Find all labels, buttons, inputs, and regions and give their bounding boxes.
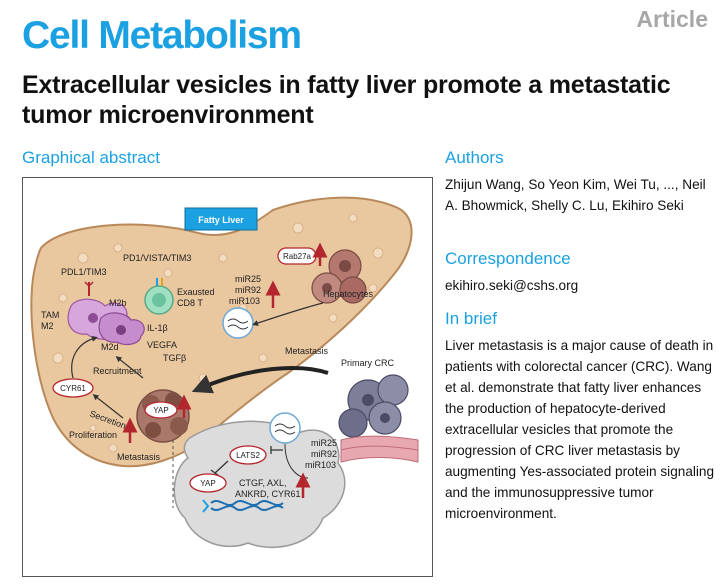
extracellular-vesicle — [222, 307, 254, 339]
cd8-label: CD8 T — [177, 298, 203, 308]
inhibition-icon — [270, 446, 283, 454]
targets-line2: ANKRD, CYR61 — [235, 489, 301, 499]
fatty-liver-label: Fatty Liver — [198, 215, 244, 225]
yap-nucleus-label: YAP — [200, 479, 215, 488]
vegfa-label: VEGFA — [147, 340, 177, 350]
mir92-zoom-label: miR92 — [311, 449, 337, 459]
m2-label: M2 — [41, 321, 54, 331]
primary-crc-tumor — [338, 374, 409, 438]
pdl1-label: PDL1/TIM3 — [61, 267, 107, 277]
journal-name: Cell Metabolism — [22, 14, 302, 57]
mir92-label: miR92 — [235, 285, 261, 295]
vesicle-rna-icon — [227, 318, 249, 324]
m2b-label: M2b — [109, 298, 127, 308]
mir25-label: miR25 — [235, 274, 261, 284]
extracellular-vesicle-zoom — [269, 412, 301, 444]
tgfb-label: TGFβ — [163, 353, 186, 363]
cyr61-arrow — [71, 335, 98, 379]
mir103-label: miR103 — [229, 296, 260, 306]
secretion-arrow — [92, 394, 124, 419]
in-brief-heading: In brief — [445, 309, 497, 328]
lats2-oval — [229, 445, 267, 465]
dna-helix-icon — [210, 505, 284, 511]
in-brief-text: Liver metastasis is a major cause of dea… — [445, 338, 715, 521]
colon-fold-line — [340, 445, 419, 451]
m2d-label: M2d — [101, 342, 119, 352]
ev-release-arrow — [252, 302, 324, 326]
graphical-abstract-heading: Graphical abstract — [22, 148, 160, 167]
colon-tissue — [340, 435, 419, 463]
yap-label: YAP — [153, 406, 168, 415]
macrophage-cluster — [67, 298, 145, 346]
graphical-abstract-svg: Fatty Liver PD1/VISTA/TIM3 Exausted CD8 … — [30, 196, 419, 549]
dna-helix-icon — [210, 500, 284, 506]
correspondence-section: Correspondence ekihiro.seki@cshs.org — [445, 249, 715, 296]
liver-shape — [30, 196, 413, 468]
in-brief-section: In brief Liver metastasis is a major cau… — [445, 309, 715, 524]
pd1-label: PD1/VISTA/TIM3 — [123, 253, 191, 263]
hepatocytes-cluster — [311, 249, 367, 304]
article-title: Extracellular vesicles in fatty liver pr… — [22, 71, 671, 129]
graphical-abstract-figure: Fatty Liver PD1/VISTA/TIM3 Exausted CD8 … — [22, 177, 433, 577]
mir103-zoom-label: miR103 — [305, 460, 336, 470]
primary-crc-label: Primary CRC — [341, 358, 394, 368]
metastasis-arrow-label: Metastasis — [285, 346, 329, 356]
il1b-label: IL-1β — [147, 323, 168, 333]
proliferation-label: Proliferation — [69, 430, 117, 440]
metastasis-bottom-label: Metastasis — [117, 452, 161, 462]
vesicle-rna-icon — [274, 429, 296, 435]
tam-label: TAM — [41, 310, 59, 320]
recruitment-arrow — [115, 356, 144, 379]
targets-line1: CTGF, AXL, — [239, 478, 287, 488]
lats2-label: LATS2 — [236, 451, 260, 460]
metastasis-arrow — [191, 366, 329, 394]
yap-nucleus-oval — [189, 473, 227, 493]
cyr61-label: CYR61 — [60, 384, 86, 393]
authors-list: Zhijun Wang, So Yeon Kim, Wei Tu, ..., N… — [445, 177, 706, 213]
vesicle-rna-icon — [227, 324, 249, 330]
yap-oval — [144, 401, 178, 419]
correspondence-email[interactable]: ekihiro.seki@cshs.org — [445, 278, 579, 293]
cyr61-oval — [52, 378, 94, 398]
dna-arrow-icon — [202, 499, 210, 513]
mir25-zoom-label: miR25 — [311, 438, 337, 448]
authors-heading: Authors — [445, 148, 504, 167]
vesicle-rna-icon — [274, 423, 296, 429]
recruitment-label: Recruitment — [93, 366, 142, 376]
article-type-tag: Article — [636, 6, 708, 32]
exhausted-label: Exausted — [177, 287, 215, 297]
lats2-inhibition-line — [214, 460, 229, 474]
hepatocytes-label: Hepatocytes — [323, 289, 374, 299]
authors-section: Authors Zhijun Wang, So Yeon Kim, Wei Tu… — [445, 148, 715, 216]
pdl1-receptor-icon — [84, 281, 94, 288]
cd8-t-cell-nucleus — [152, 293, 166, 307]
correspondence-heading: Correspondence — [445, 249, 571, 268]
fatty-liver-box — [184, 207, 258, 231]
rab27a-label: Rab27a — [283, 252, 312, 261]
